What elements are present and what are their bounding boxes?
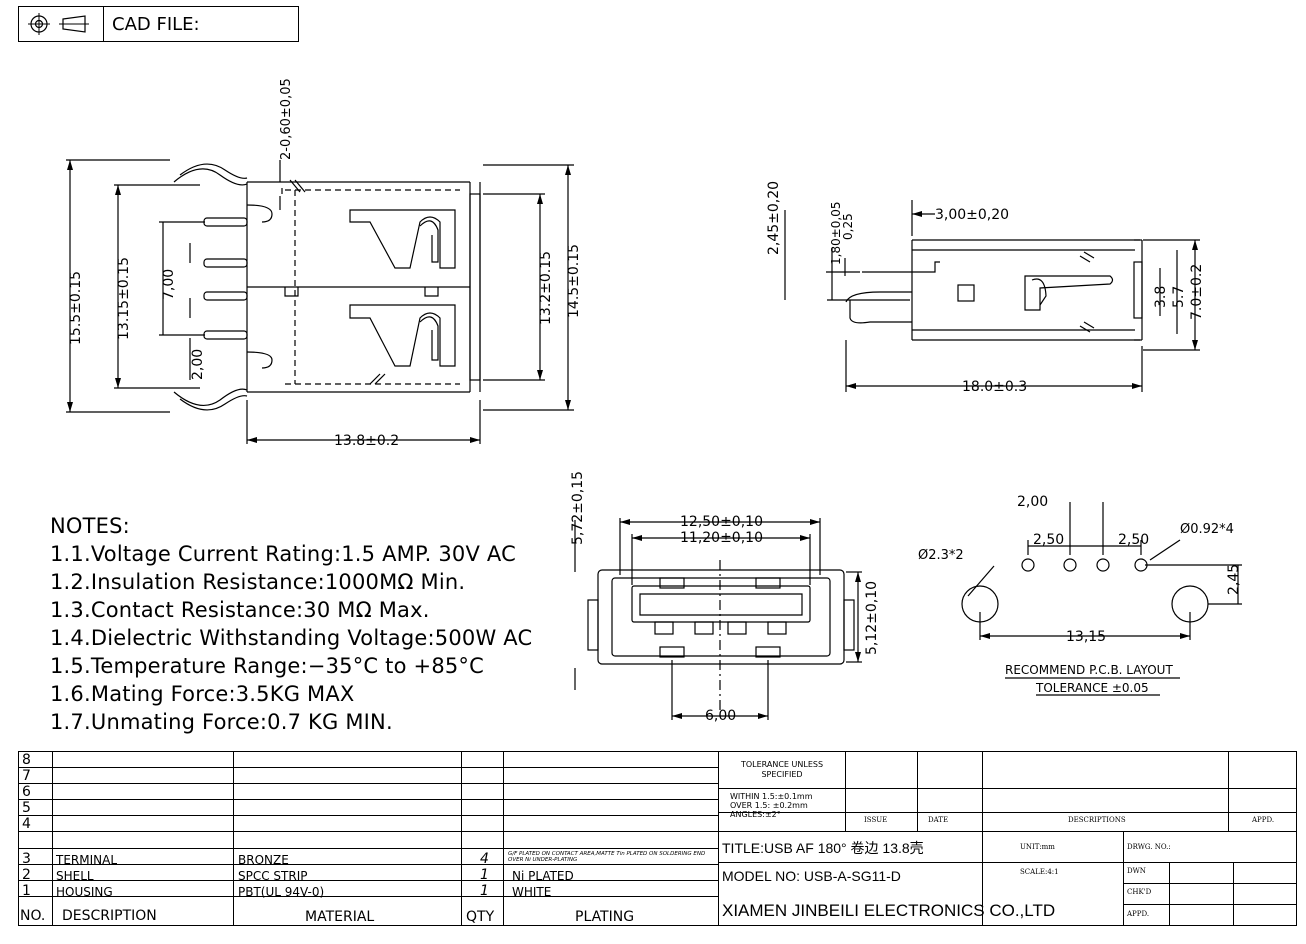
part-qty: 4 (480, 851, 489, 867)
col-date: DATE (928, 816, 949, 824)
row-number: 4 (22, 816, 31, 832)
note-item: 1.2.Insulation Resistance:1000MΩ Min. (50, 570, 466, 594)
part-no: 1 (22, 883, 31, 899)
dim-side-d: 3,00±0,20 (935, 207, 1009, 223)
dim-pcb-span: 13,15 (1066, 629, 1106, 645)
drwg-no-label: DRWG. NO.: (1127, 843, 1171, 851)
appd-label: APPD. (1127, 910, 1150, 918)
dim-pin-thickness: 2-0,60±0,05 (279, 78, 294, 160)
tolerance-line: WITHIN 1.5:±0.1mm (730, 792, 813, 801)
part-description: HOUSING (56, 885, 113, 899)
dim-side-e: 3.8 (1153, 286, 1169, 308)
header-description: DESCRIPTION (62, 908, 157, 924)
company-name: XIAMEN JINBEILI ELECTRONICS CO.,LTD (722, 901, 1056, 920)
bom-row-numbers: 8 7 6 5 4 (22, 752, 31, 832)
dim-height-pins: 13.15±0.15 (116, 257, 132, 340)
notes-heading: NOTES: (50, 514, 130, 538)
part-description: SHELL (56, 869, 94, 883)
row-number: 7 (22, 768, 31, 784)
header-material: MATERIAL (305, 909, 375, 925)
part-no: 2 (22, 867, 31, 883)
tolerance-line: ANGLES:±2° (730, 810, 781, 819)
part-material: BRONZE (238, 853, 289, 867)
header-no: NO. (20, 908, 46, 924)
dim-front-height: 5,72±0,15 (570, 471, 586, 545)
dim-pcb-offset: 2,45 (1226, 564, 1242, 595)
dim-pcb-pitch-c: 2,50 (1118, 532, 1149, 548)
dim-pcb-hole-large: Ø2.3*2 (918, 548, 964, 563)
dim-pcb-hole-small: Ø0.92*4 (1180, 522, 1234, 537)
header-plating: PLATING (575, 909, 635, 925)
unit-label: UNIT:mm (1020, 843, 1055, 851)
part-plating: Ni PLATED (512, 869, 574, 883)
col-issue: ISSUE (864, 816, 888, 824)
part-description: TERMINAL (56, 853, 118, 867)
note-item: 1.3.Contact Resistance:30 MΩ Max. (50, 598, 430, 622)
part-material: SPCC STRIP (238, 869, 308, 883)
part-material: PBT(UL 94V-0) (238, 885, 325, 899)
tolerance-line: OVER 1.5: ±0.2mm (730, 801, 808, 810)
part-no: 3 (22, 851, 31, 867)
dim-height-outer: 15.5±0.15 (68, 271, 84, 345)
col-appd: APPD. (1252, 816, 1275, 824)
dim-shell-height: 13.2±0.15 (538, 251, 554, 325)
row-number: 6 (22, 784, 31, 800)
part-qty: 1 (480, 883, 489, 899)
dim-front-opening: 5,12±0,10 (864, 581, 880, 655)
third-angle-projection-icon (28, 13, 89, 35)
pcb-caption-1: RECOMMEND P.C.B. LAYOUT (1005, 663, 1173, 677)
drawing-title: TITLE:USB AF 180° 卷边 13.8壳 (722, 840, 924, 856)
note-item: 1.4.Dielectric Withstanding Voltage:500W… (50, 626, 533, 650)
header-qty: QTY (466, 909, 495, 925)
dim-top-length: 13.8±0.2 (334, 433, 399, 449)
dim-pitch-outer: 7,00 (161, 269, 177, 300)
notes-block: NOTES: 1.1.Voltage Current Rating:1.5 AM… (50, 512, 532, 736)
note-item: 1.5.Temperature Range:−35°C to +85°C (50, 654, 484, 678)
title-block-grid (18, 751, 1297, 926)
tolerance-title: TOLERANCE UNLESS SPECIFIED (740, 760, 824, 779)
dim-front-width-inner: 11,20±0,10 (680, 530, 763, 546)
note-item: 1.6.Mating Force:3.5KG MAX (50, 682, 355, 706)
dim-total-height: 14.5±0.15 (566, 244, 582, 318)
part-plating: G/F PLATED ON CONTACT AREA,MATTE Tin PLA… (508, 851, 706, 863)
part-qty: 1 (480, 867, 489, 883)
top-view-outline (66, 159, 1242, 720)
dim-side-b: 1,80±0,05 (829, 202, 843, 266)
dim-front-center: 6,00 (705, 708, 736, 724)
col-descriptions: DESCRIPTIONS (1068, 816, 1126, 824)
cad-file-box: CAD FILE: (103, 6, 299, 42)
dim-pitch-inner: 2,00 (190, 349, 206, 380)
row-number: 8 (22, 752, 31, 768)
row-number: 5 (22, 800, 31, 816)
dim-front-width-outer: 12,50±0,10 (680, 514, 763, 530)
cad-file-label: CAD FILE: (112, 14, 200, 35)
dim-side-c: 0,25 (841, 213, 855, 240)
chkd-label: CHK'D (1127, 888, 1152, 896)
technical-drawing: 2-0,60±0,05 15.5±0.15 13.15±0.15 7,00 2,… (66, 78, 1242, 724)
pcb-caption-2: TOLERANCE ±0.05 (1035, 681, 1149, 695)
dwn-label: DWN (1127, 867, 1146, 875)
note-item: 1.7.Unmating Force:0.7 KG MIN. (50, 710, 393, 734)
part-plating: WHITE (512, 885, 552, 899)
dim-side-length: 18.0±0.3 (962, 379, 1027, 395)
dim-side-f: 5.7 (1171, 286, 1187, 308)
tolerance-list: WITHIN 1.5:±0.1mm OVER 1.5: ±0.2mm ANGLE… (730, 792, 813, 819)
note-item: 1.1.Voltage Current Rating:1.5 AMP. 30V … (50, 542, 516, 566)
model-number: MODEL NO: USB-A-SG11-D (722, 868, 901, 884)
dim-pcb-pitch-b: 2,50 (1033, 532, 1064, 548)
dim-pcb-pitch-a: 2,00 (1017, 494, 1048, 510)
dim-side-a: 2,45±0,20 (766, 181, 782, 255)
scale-label: SCALE:4:1 (1020, 868, 1059, 876)
dim-side-g: 7.0±0.2 (1189, 264, 1205, 320)
